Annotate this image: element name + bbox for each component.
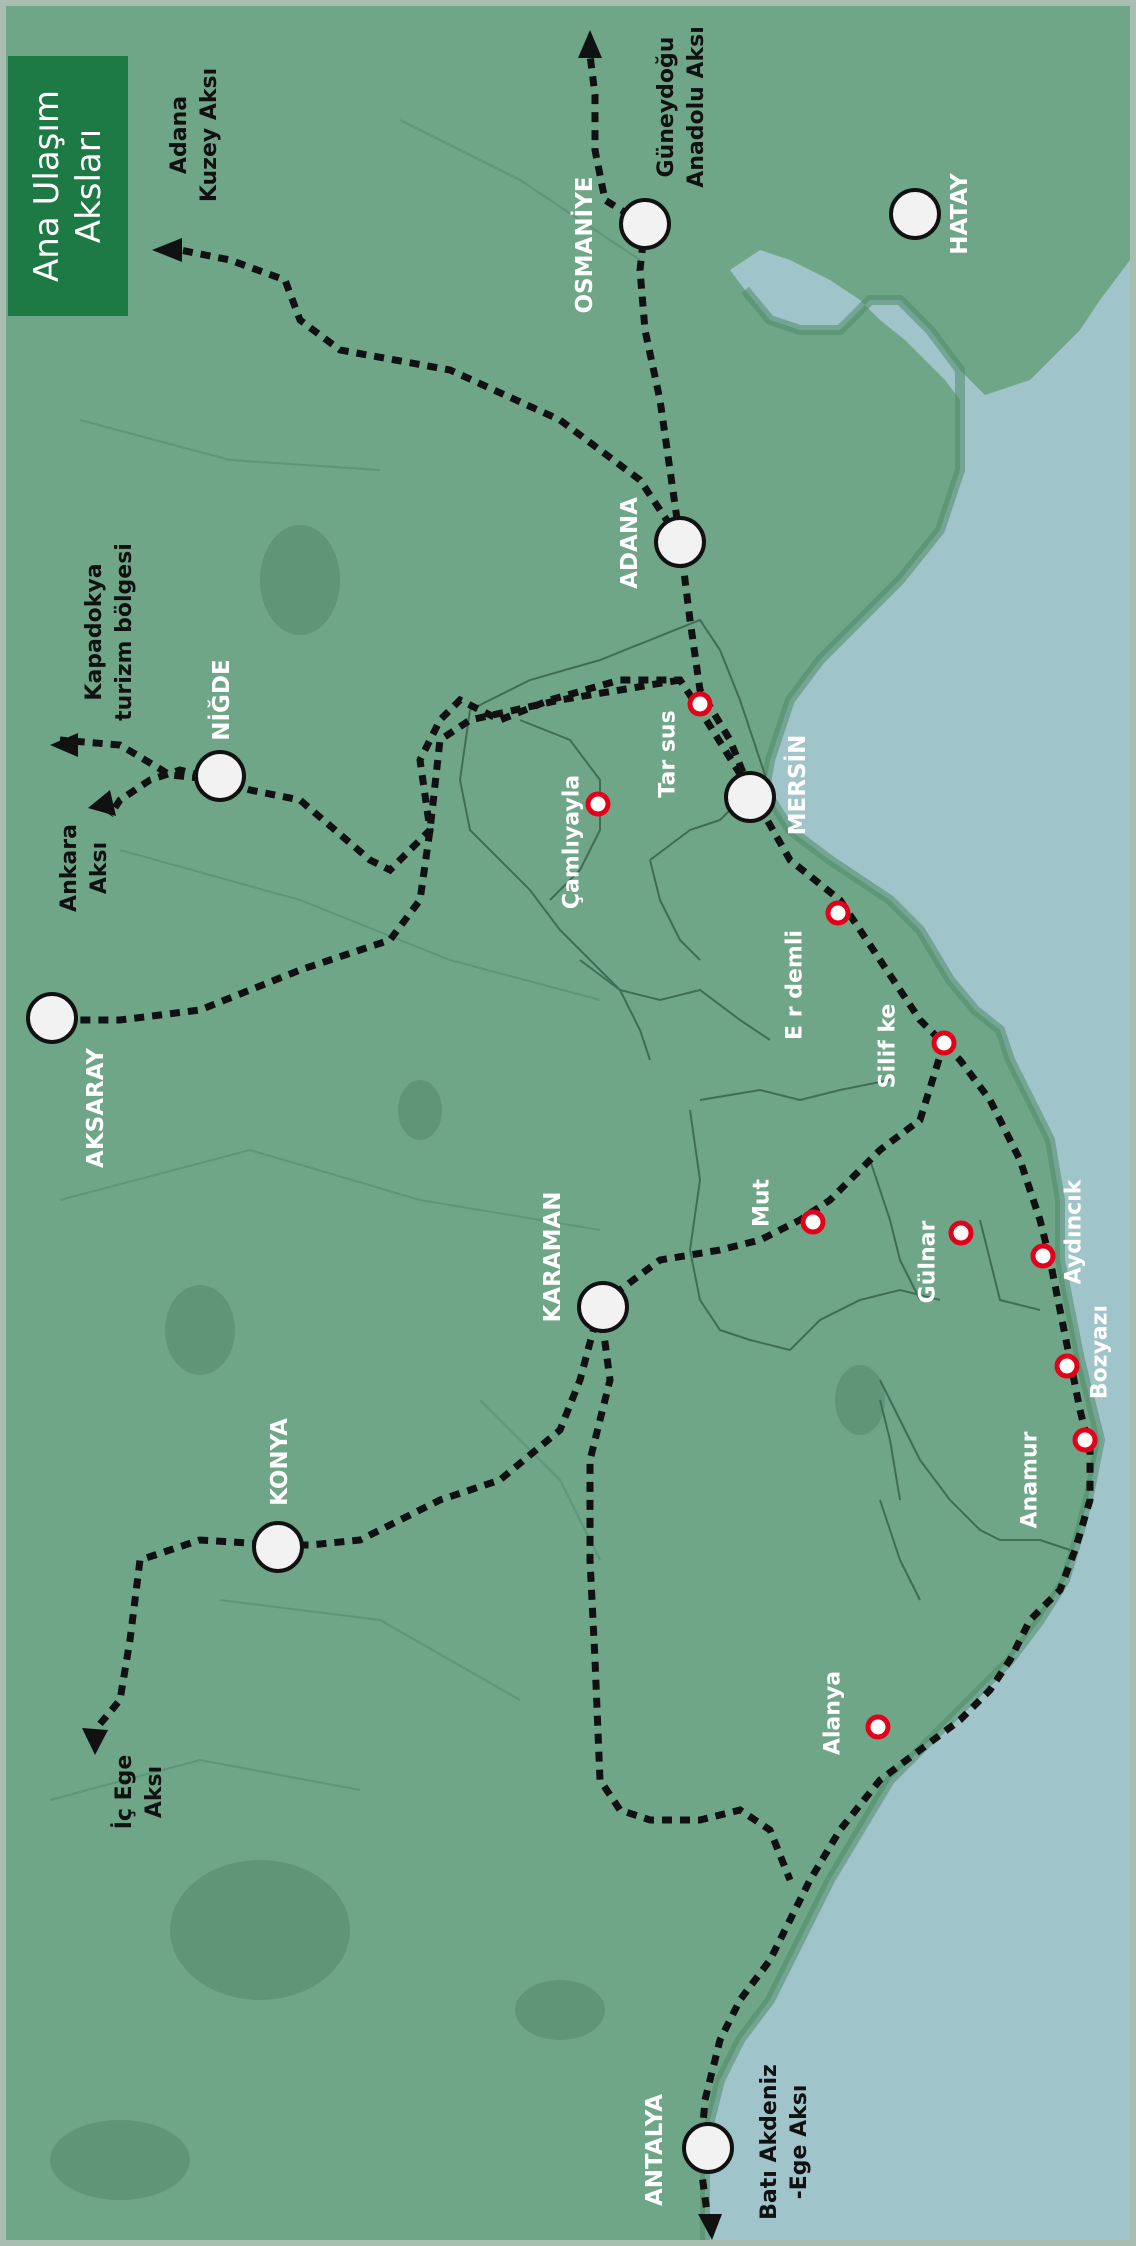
marker-adana [654,516,706,568]
marker-aksaray [26,992,78,1044]
label-erdemli: E r demli [782,930,808,1040]
label-bati-akdeniz-aksi: Batı Akdeniz -Ege Aksı [755,2064,815,2220]
label-ic-ege-aksi: İç Ege Aksı [110,1755,170,1830]
label-alanya: Alanya [820,1670,846,1756]
marker-silifke [931,1030,957,1056]
label-gulnar: Gülnar [915,1220,941,1304]
marker-mut [800,1209,826,1235]
label-konya: KONYA [267,1418,293,1506]
label-osmaniye: OSMANİYE [572,176,598,314]
label-silifke: Silif ke [875,1003,901,1089]
label-bozyazi: Bozyazı [1087,1304,1113,1400]
label-antalya: ANTALYA [642,2093,668,2207]
arrow-adana-kuzey [152,238,182,262]
label-guneydogu-aksi: Güneydoğu Anadolu Aksı [652,26,712,188]
label-kapadokya-line1: Kapadokya [82,563,107,701]
label-guneydogu-line2: Anadolu Aksı [684,26,709,188]
marker-antalya [682,2122,734,2174]
label-nigde: NİĞDE [209,659,235,741]
marker-hatay [889,188,941,240]
marker-alanya [865,1714,891,1740]
marker-tarsus [687,691,713,717]
map-title-line2: Aksları [69,128,109,244]
label-hatay: HATAY [947,173,973,255]
label-ic-ege-line2: Aksı [142,1765,167,1819]
label-aydincik: Aydıncık [1061,1179,1087,1285]
marker-osmaniye [619,198,671,250]
label-ankara-line2: Aksı [87,841,112,895]
label-mut: Mut [749,1178,775,1228]
marker-mersin [724,771,776,823]
label-adana-kuzey-line2: Kuzey Aksı [197,67,222,203]
label-bati-akdeniz-line1: Batı Akdeniz [757,2064,782,2220]
label-adana-kuzey-aksi: Adana Kuzey Aksı [165,68,225,202]
marker-gulnar [948,1220,974,1246]
label-mersin: MERSİN [785,734,811,836]
label-adana-kuzey-line1: Adana [167,95,192,175]
route-arrowheads [50,30,722,2240]
marker-erdemli [825,900,851,926]
marker-anamur [1072,1427,1098,1453]
label-tarsus: Tar sus [655,710,681,798]
arrow-bati-akdeniz [698,2214,722,2240]
label-karaman: KARAMAN [540,1191,566,1323]
town-markers [585,691,1098,1740]
label-ic-ege-line1: İç Ege [112,1754,137,1830]
map-title: Ana Ulaşım Aksları [26,90,110,282]
label-aksaray: AKSARAY [83,1048,109,1168]
label-adana: ADANA [617,497,643,589]
marker-konya [252,1521,304,1573]
arrow-kapadokya [50,733,78,757]
marker-nigde [194,750,246,802]
marker-aydincik [1030,1243,1056,1269]
marker-karaman [577,1281,629,1333]
arrow-ankara [88,790,116,816]
label-ankara-line1: Ankara [57,824,82,912]
sea-area [705,250,1130,2240]
city-markers [26,188,941,2174]
marker-camliyayla [585,791,611,817]
label-guneydogu-line1: Güneydoğu [654,36,679,178]
minor-roads [49,119,641,1801]
marker-bozyazi [1054,1353,1080,1379]
label-anamur: Anamur [1017,1431,1043,1529]
label-kapadokya: Kapadokya turizm bölgesi [80,543,140,721]
coastline [700,286,1106,2240]
terrain-patches [50,525,885,2200]
label-bati-akdeniz-line2: -Ege Aksı [787,2084,812,2200]
map-title-line1: Ana Ulaşım [27,90,67,282]
label-kapadokya-line2: turizm bölgesi [112,543,137,721]
map-title-box: Ana Ulaşım Aksları [8,56,128,316]
label-ankara-aksi: Ankara Aksı [55,824,115,912]
label-camliyayla: Çamlıyayla [559,774,585,910]
arrow-guneydogu [578,30,602,58]
arrow-ic-ege [82,1728,108,1755]
